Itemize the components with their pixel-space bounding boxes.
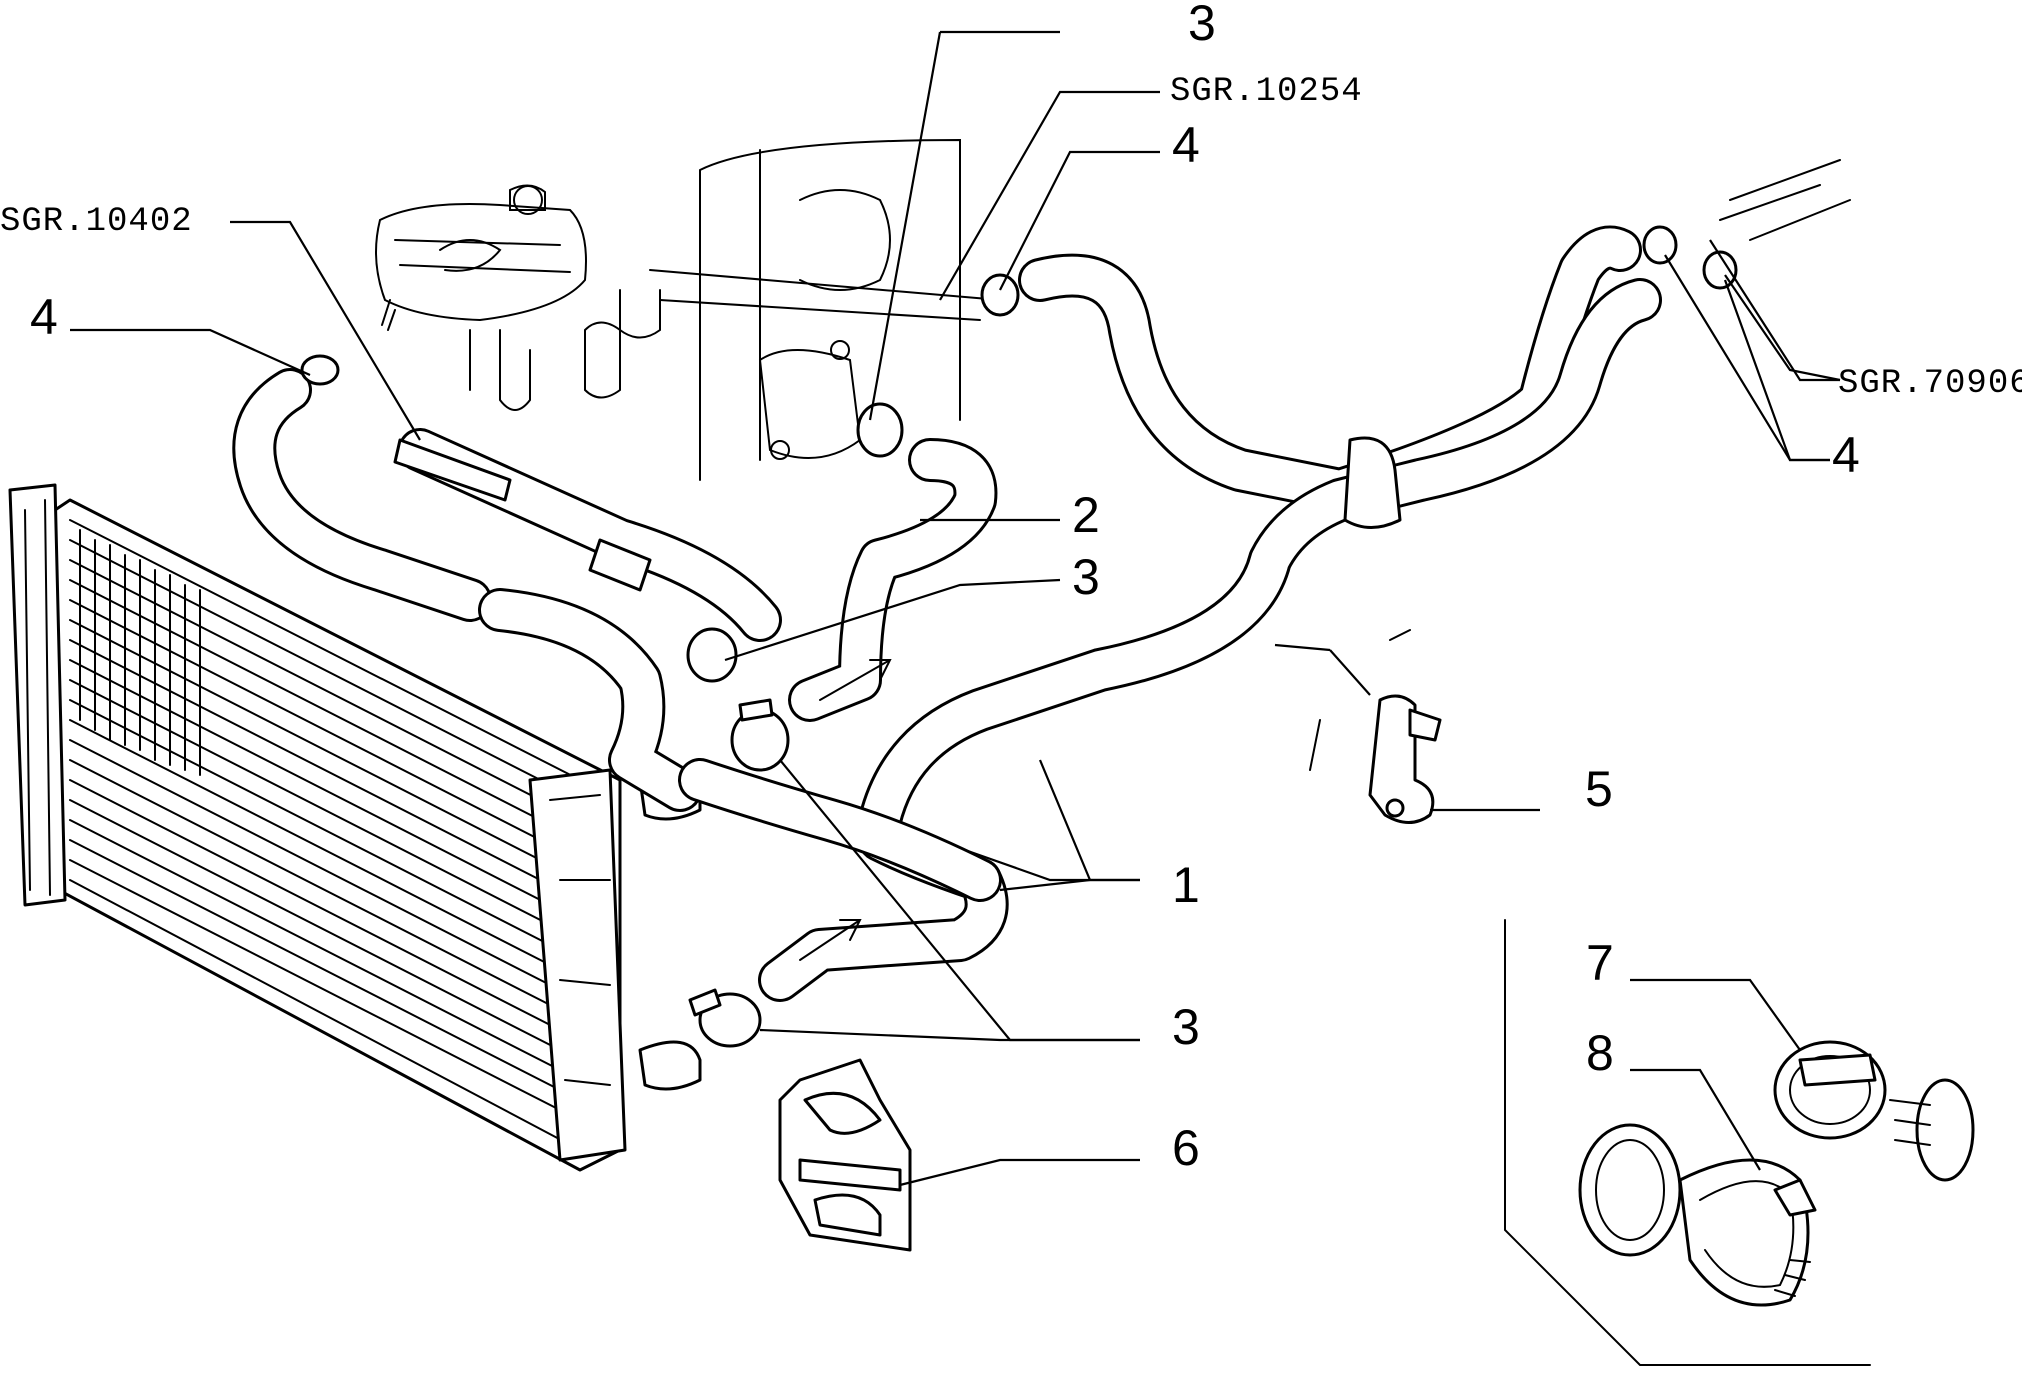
- label-part-5: 5: [1585, 761, 1613, 817]
- label-ref-10402: SGR.10402: [0, 203, 193, 241]
- clamp-part-8: [1578, 1123, 1817, 1307]
- leader-lines: [70, 30, 1841, 1187]
- label-part-4-top: 4: [1172, 117, 1200, 173]
- engine-block: [469, 138, 1001, 481]
- label-part-8: 8: [1586, 1025, 1614, 1081]
- label-part-7: 7: [1586, 935, 1614, 991]
- label-part-4-left: 4: [30, 289, 58, 345]
- label-part-4-right: 4: [1832, 427, 1860, 483]
- part-labels: 3 SGR.10254 4 SGR.10402 4 SGR.70906 4 2 …: [0, 0, 2022, 1176]
- bracket-part-5: [1309, 629, 1442, 824]
- label-part-2: 2: [1072, 487, 1100, 543]
- inset-clamp-types: [1504, 919, 1975, 1366]
- clamp-part-7: [1773, 1040, 1975, 1182]
- bracket-part-6: [778, 1058, 912, 1252]
- radiator: [8, 483, 702, 1172]
- radiator-core-grid: [69, 529, 561, 1111]
- label-ref-10254: SGR.10254: [1170, 73, 1363, 111]
- label-ref-70906: SGR.70906: [1838, 365, 2022, 403]
- label-part-3-bottom: 3: [1172, 999, 1200, 1055]
- hoses: [232, 159, 1851, 1002]
- label-part-1: 1: [1172, 857, 1200, 913]
- flow-arrows: [799, 659, 892, 961]
- label-part-6: 6: [1172, 1120, 1200, 1176]
- label-part-3-top: 3: [1188, 0, 1216, 51]
- label-part-3-mid: 3: [1072, 549, 1100, 605]
- expansion-tank: [375, 184, 587, 331]
